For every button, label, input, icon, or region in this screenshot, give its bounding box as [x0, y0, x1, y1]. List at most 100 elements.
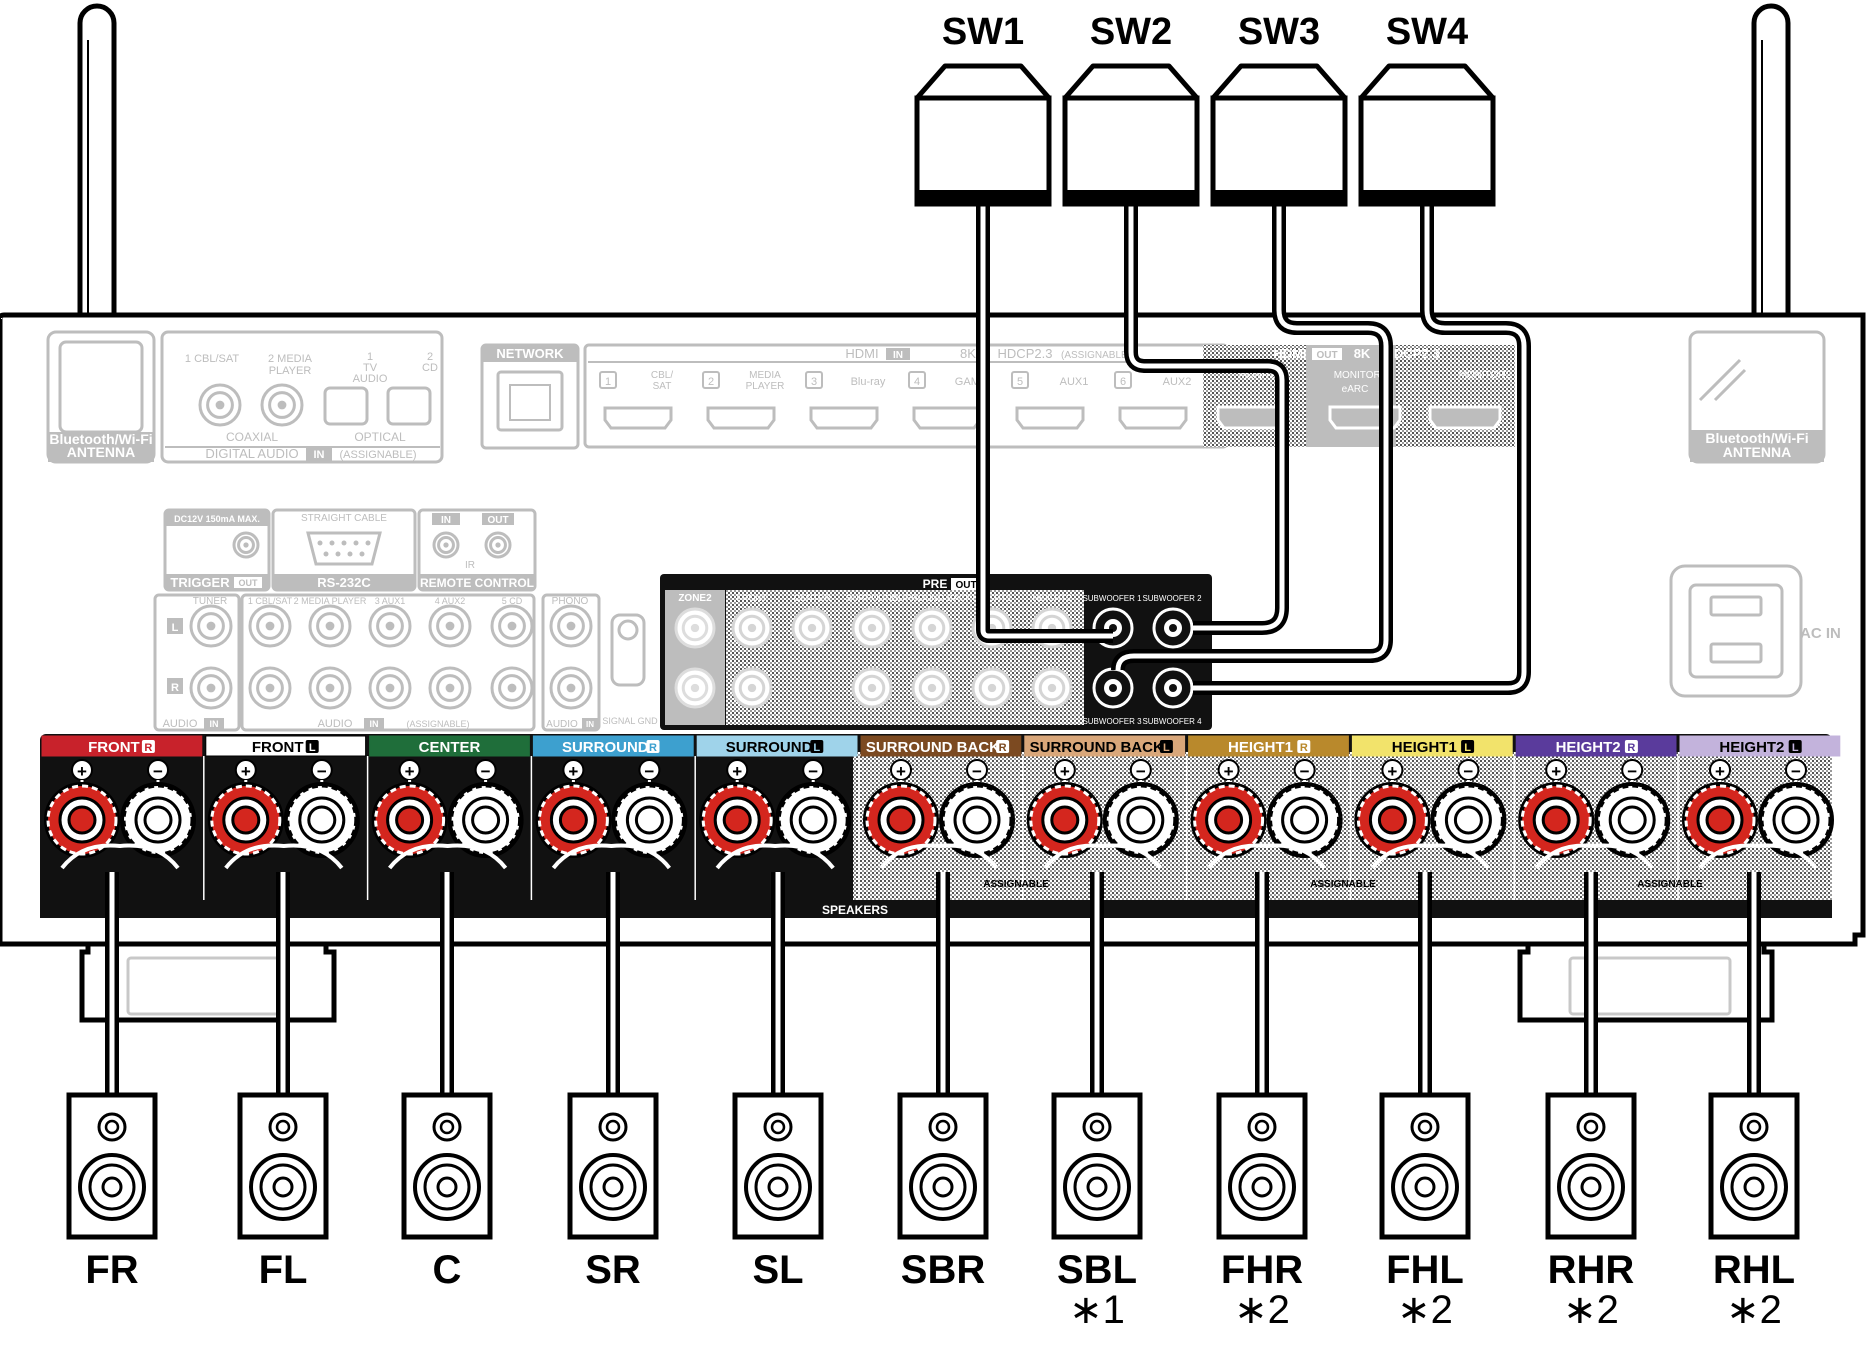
rca-pin — [385, 621, 395, 631]
subwoofer-2-label: SUBWOOFER 2 — [1142, 594, 1202, 603]
r-tag — [167, 678, 183, 694]
subwoofer-cable — [980, 200, 1113, 639]
post-hole — [886, 805, 916, 835]
terminal-side-badge — [141, 740, 155, 753]
rs232c-pin — [335, 551, 341, 557]
rca-pin — [215, 400, 225, 410]
rca-pin — [325, 621, 335, 631]
panel-label: DIGITAL AUDIO — [205, 446, 298, 461]
panel-label: 2 — [708, 376, 714, 388]
rca-pin — [206, 683, 216, 693]
rca-pin — [277, 400, 287, 410]
woofer-center — [1580, 1176, 1602, 1198]
subwoofer-box — [914, 95, 1052, 207]
l-tag — [167, 618, 183, 634]
rca-pin — [690, 623, 700, 633]
rca-pin — [867, 683, 877, 693]
panel-label: HDCP2.3 — [1385, 346, 1440, 361]
subwoofer-4-label: SUBWOOFER 4 — [1142, 717, 1202, 726]
polarity-sign: + — [732, 762, 742, 781]
zone2-label: ZONE2 — [678, 593, 712, 604]
panel-label: IN — [210, 719, 219, 729]
foot-right — [1517, 944, 1775, 1023]
panel-label: IR — [465, 560, 475, 571]
panel-label: AUX1 — [1060, 376, 1089, 388]
panel-label: OPTICAL — [354, 430, 406, 444]
terminal-side: R — [1300, 742, 1308, 754]
rca-ring — [316, 674, 344, 702]
signal-gnd-terminal — [610, 613, 646, 687]
terminal-name: HEIGHT1 — [1228, 739, 1293, 756]
speaker-note: ∗2 — [1397, 1288, 1453, 1332]
polarity-sign: − — [1791, 762, 1801, 781]
panel-label: AUDIO — [318, 718, 353, 730]
hdmi-input-port — [603, 406, 673, 430]
rca-ring — [918, 614, 946, 642]
terminal-side-badge — [646, 740, 660, 753]
panel-label: SAT — [653, 381, 672, 392]
antenna-left-label: ANTENNA — [67, 444, 135, 460]
terminal-header-2 — [205, 735, 367, 757]
terminal-side: L — [309, 742, 316, 754]
rca-pin — [927, 623, 937, 633]
hdmi-input-number-box — [908, 371, 926, 389]
rca-pin — [566, 621, 576, 631]
speaker-note: ∗2 — [1234, 1288, 1290, 1332]
ac-in-label: AC IN — [1800, 625, 1841, 642]
panel-label: (ASSIGNABLE) — [406, 719, 469, 729]
foot-left — [79, 944, 337, 1023]
terminal-name: FRONT — [88, 739, 140, 756]
terminal-name: CENTER — [419, 739, 481, 756]
rca-pin — [1047, 683, 1057, 693]
cable-loop — [224, 843, 344, 870]
terminal-side-badge — [1297, 740, 1311, 753]
rca-ring — [436, 674, 464, 702]
terminal-header-6 — [860, 735, 1022, 757]
post-hole — [1705, 805, 1735, 835]
post-hole — [231, 805, 261, 835]
rca-ring — [316, 612, 344, 640]
rear-panel-inputs: Bluetooth/Wi-FiANTENNABluetooth/Wi-FiANT… — [46, 330, 1841, 732]
antenna-left-tag — [48, 432, 154, 462]
network-tag — [482, 345, 578, 362]
rca-ring — [557, 612, 585, 640]
terminal-side: R — [1627, 742, 1635, 754]
terminal-side: R — [999, 742, 1007, 754]
rca-pin — [747, 623, 757, 633]
rca-pin — [927, 683, 937, 693]
subwoofer-cable — [1193, 200, 1527, 691]
pre-out-title: PRE — [923, 577, 948, 591]
cable-loop — [60, 843, 180, 870]
rca-pin — [747, 683, 757, 693]
post-hole — [1214, 805, 1244, 835]
network-label: NETWORK — [496, 346, 564, 361]
rca-ring — [1038, 674, 1066, 702]
in-tag — [886, 348, 910, 360]
rca-pin — [1169, 684, 1177, 692]
hdmi-input-number-box — [1011, 371, 1029, 389]
terminal-side-badge — [1461, 740, 1475, 753]
rca-pin — [443, 542, 449, 548]
panel-label: OUT — [487, 515, 508, 526]
subwoofer-top — [914, 63, 1052, 101]
hdmi-input-number-box — [702, 371, 720, 389]
polarity-sign: + — [896, 762, 906, 781]
panel-label: IN — [586, 720, 594, 729]
panel-label: 8K — [960, 346, 976, 361]
rca-ring — [256, 674, 284, 702]
speaker-label: SBL — [1057, 1248, 1137, 1292]
panel-label: Blu-ray — [851, 376, 886, 388]
rs232c-pin — [359, 551, 365, 557]
panel-label: MONITOR1 — [1239, 370, 1292, 381]
polarity-sign: − — [1463, 762, 1473, 781]
panel-label: CD — [422, 362, 438, 374]
tweeter-center — [935, 1119, 951, 1135]
hdmi-output-port — [1428, 405, 1502, 430]
post-hole — [1050, 805, 1080, 835]
assignable-label: ASSIGNABLE — [983, 879, 1049, 890]
optical-jack — [386, 386, 432, 426]
in-tag — [582, 718, 598, 730]
out-tag — [482, 513, 514, 525]
terminal-name: HEIGHT2 — [1556, 739, 1621, 756]
panel-label: (ASSIGNABLE) — [339, 449, 416, 461]
